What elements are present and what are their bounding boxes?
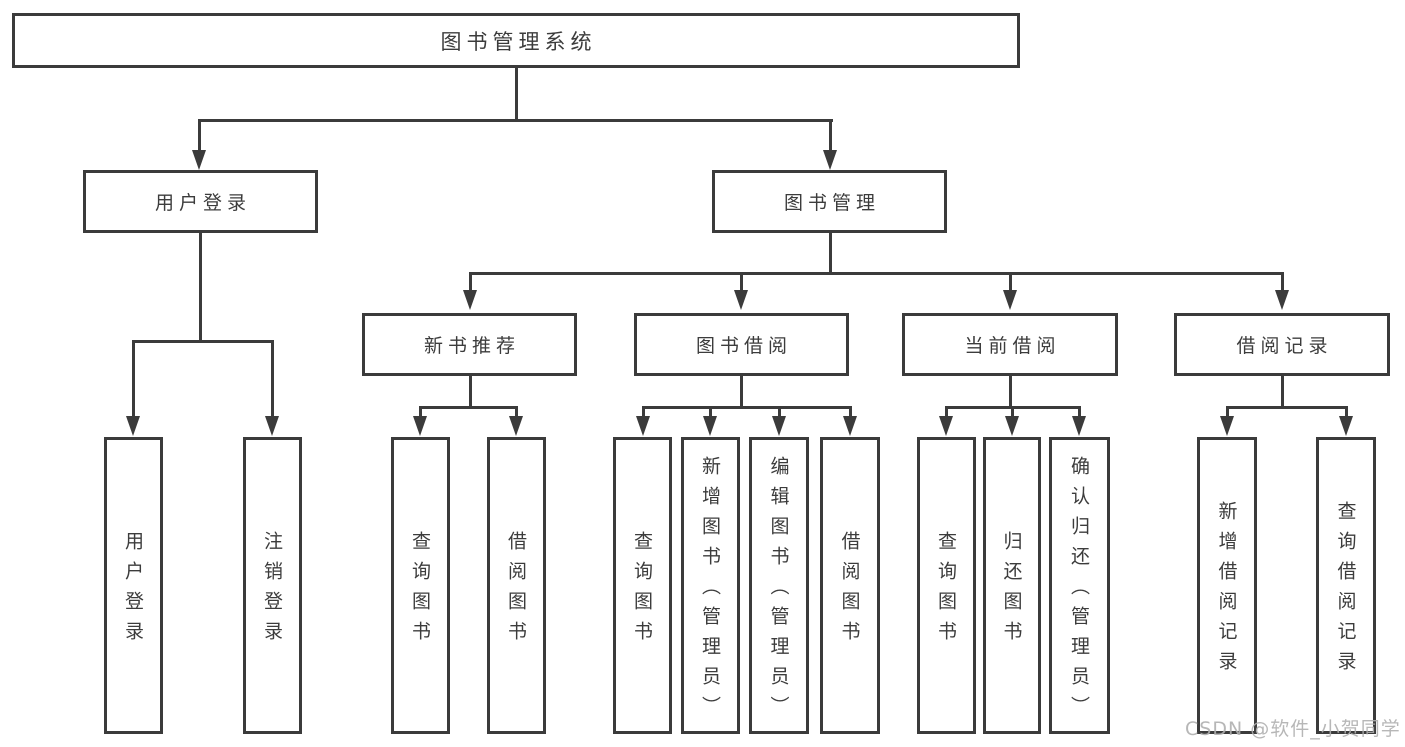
connector-borrow-records-stem <box>1281 376 1284 409</box>
connector-stem-user-login <box>198 119 201 153</box>
connector-stem-leaf-cb3 <box>1078 406 1081 418</box>
leaf-logout-label: 注销登录 <box>261 531 283 651</box>
leaf-query-books-1-label: 查询图书 <box>409 531 431 651</box>
arrowhead-leaf-cb3 <box>1072 416 1086 436</box>
leaf-add-books-admin: 新增图书（管理员） <box>681 437 740 734</box>
connector-level1-hbar <box>198 119 833 122</box>
connector-book-borrow-hbar <box>642 406 852 409</box>
connector-stem-leaf-nb2 <box>515 406 518 418</box>
connector-mgmt-hbar <box>469 272 1284 275</box>
arrowhead-leaf-nb2 <box>509 416 523 436</box>
arrowhead-leaf-cb1 <box>939 416 953 436</box>
leaf-borrow-books-2-label: 借阅图书 <box>838 531 861 651</box>
leaf-query-borrow-record: 查询借阅记录 <box>1316 437 1376 734</box>
connector-stem-borrow-records <box>1281 272 1284 294</box>
leaf-query-borrow-record-label: 查询借阅记录 <box>1334 501 1357 681</box>
arrowhead-leaf-cb2 <box>1005 416 1019 436</box>
arrowhead-leaf-bb4 <box>843 416 857 436</box>
leaf-borrow-books-1: 借阅图书 <box>487 437 546 734</box>
node-current-borrow-label: 当前借阅 <box>964 335 1061 357</box>
connector-stem-book-borrow <box>740 272 743 294</box>
leaf-confirm-return-admin-label: 确认归还（管理员） <box>1068 456 1090 726</box>
connector-stem-leaf-user-login <box>132 340 135 420</box>
arrowhead-leaf-br2 <box>1339 416 1353 436</box>
connector-stem-leaf-nb1 <box>419 406 422 418</box>
arrowhead-leaf-logout <box>265 416 279 436</box>
connector-stem-leaf-bb2 <box>709 406 712 418</box>
connector-borrow-records-hbar <box>1226 406 1348 409</box>
node-user-login-label: 用户登录 <box>154 192 251 214</box>
node-root: 图书管理系统 <box>12 13 1020 68</box>
node-new-books: 新书推荐 <box>362 313 577 376</box>
leaf-user-login-label: 用户登录 <box>122 531 144 651</box>
connector-stem-leaf-br2 <box>1345 406 1348 418</box>
connector-user-stem <box>199 233 202 343</box>
arrowhead-borrow-records <box>1275 290 1289 310</box>
arrowhead-book-borrow <box>734 290 748 310</box>
node-book-borrow: 图书借阅 <box>634 313 849 376</box>
arrowhead-leaf-br1 <box>1220 416 1234 436</box>
connector-stem-leaf-cb1 <box>945 406 948 418</box>
leaf-borrow-books-1-label: 借阅图书 <box>505 531 527 651</box>
leaf-confirm-return-admin: 确认归还（管理员） <box>1049 437 1110 734</box>
leaf-query-books-2: 查询图书 <box>613 437 672 734</box>
connector-stem-current-borrow <box>1009 272 1012 294</box>
leaf-query-books-3-label: 查询图书 <box>935 531 957 651</box>
connector-current-borrow-stem <box>1009 376 1012 409</box>
connector-new-books-hbar <box>419 406 518 409</box>
leaf-query-books-1: 查询图书 <box>391 437 450 734</box>
leaf-user-login: 用户登录 <box>104 437 163 734</box>
node-book-mgmt-label: 图书管理 <box>783 192 880 214</box>
leaf-add-borrow-record: 新增借阅记录 <box>1197 437 1257 734</box>
node-current-borrow: 当前借阅 <box>902 313 1118 376</box>
connector-stem-leaf-br1 <box>1226 406 1229 418</box>
arrowhead-leaf-user-login <box>126 416 140 436</box>
node-user-login: 用户登录 <box>83 170 318 233</box>
leaf-query-books-2-label: 查询图书 <box>631 531 653 651</box>
connector-stem-leaf-bb1 <box>642 406 645 418</box>
connector-new-books-stem <box>469 376 472 409</box>
connector-root-stem <box>515 68 518 122</box>
arrowhead-leaf-bb3 <box>772 416 786 436</box>
connector-stem-new-books <box>469 272 472 294</box>
connector-mgmt-stem <box>829 233 832 275</box>
leaf-return-books-label: 归还图书 <box>1000 531 1023 651</box>
leaf-edit-books-admin: 编辑图书（管理员） <box>749 437 809 734</box>
arrowhead-leaf-bb1 <box>636 416 650 436</box>
leaf-edit-books-admin-label: 编辑图书（管理员） <box>767 456 790 726</box>
arrowhead-user-login <box>192 150 206 170</box>
connector-user-hbar <box>132 340 274 343</box>
leaf-borrow-books-2: 借阅图书 <box>820 437 880 734</box>
node-book-mgmt: 图书管理 <box>712 170 947 233</box>
node-borrow-records-label: 借阅记录 <box>1236 335 1333 357</box>
leaf-add-borrow-record-label: 新增借阅记录 <box>1215 501 1238 681</box>
arrowhead-book-mgmt <box>823 150 837 170</box>
node-new-books-label: 新书推荐 <box>423 335 520 357</box>
node-book-borrow-label: 图书借阅 <box>695 335 792 357</box>
connector-stem-book-mgmt <box>829 119 832 153</box>
node-borrow-records: 借阅记录 <box>1174 313 1390 376</box>
leaf-add-books-admin-label: 新增图书（管理员） <box>699 456 721 726</box>
connector-stem-leaf-cb2 <box>1011 406 1014 418</box>
leaf-return-books: 归还图书 <box>983 437 1041 734</box>
arrowhead-current-borrow <box>1003 290 1017 310</box>
arrowhead-leaf-bb2 <box>703 416 717 436</box>
arrowhead-leaf-nb1 <box>413 416 427 436</box>
connector-stem-leaf-bb3 <box>778 406 781 418</box>
leaf-logout: 注销登录 <box>243 437 302 734</box>
arrowhead-new-books <box>463 290 477 310</box>
connector-stem-leaf-logout <box>271 340 274 420</box>
connector-stem-leaf-bb4 <box>849 406 852 418</box>
connector-book-borrow-stem <box>740 376 743 409</box>
csdn-watermark: CSDN @软件_小贺同学 <box>1185 718 1401 740</box>
node-root-label: 图书管理系统 <box>440 29 597 54</box>
leaf-query-books-3: 查询图书 <box>917 437 976 734</box>
